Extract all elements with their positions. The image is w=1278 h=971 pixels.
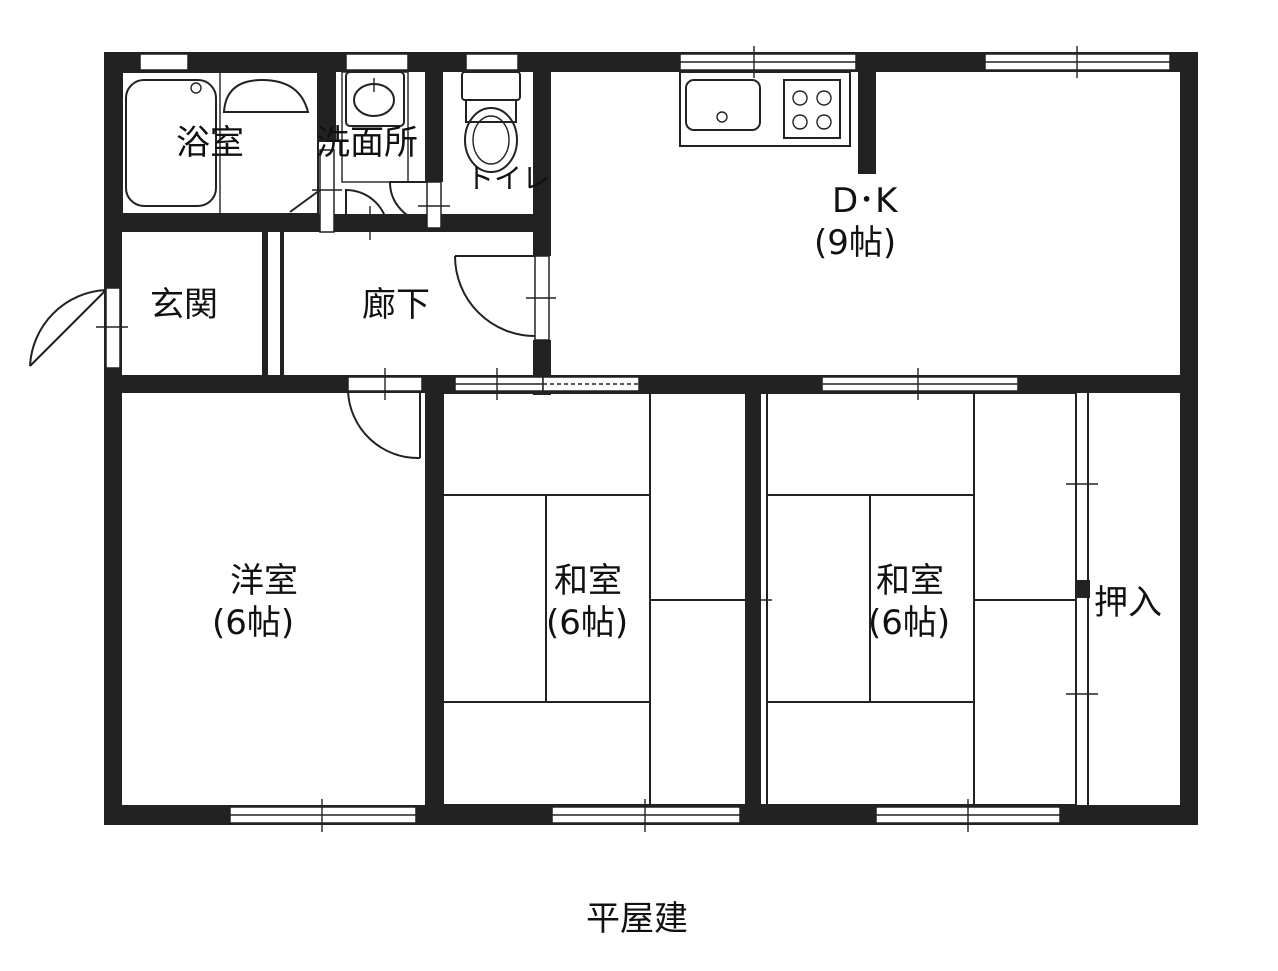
label-hallway: 廊下 [362, 285, 430, 325]
doors [29, 149, 556, 460]
label-western-size: (6帖) [212, 603, 294, 643]
kitchen-fixtures [679, 71, 851, 147]
tatami-japanese-room-1 [442, 392, 772, 806]
windows [139, 46, 1171, 832]
closet-sliding-doors [1066, 393, 1098, 805]
plan-caption: 平屋建 [586, 899, 688, 939]
label-japanese-2: 和室 [876, 561, 944, 601]
label-japanese-1-size: (6帖) [546, 603, 628, 643]
label-japanese-1: 和室 [554, 561, 622, 601]
label-washroom: 洗面所 [316, 123, 418, 163]
label-japanese-2-size: (6帖) [868, 603, 950, 643]
wash-basin [341, 71, 409, 183]
label-dk: D･K [832, 181, 899, 221]
label-bath: 浴室 [176, 123, 244, 163]
bath-fixtures [121, 71, 319, 215]
label-western: 洋室 [230, 561, 298, 601]
label-closet: 押入 [1094, 583, 1162, 623]
toilet-fixture [461, 71, 521, 173]
label-toilet: トイレ [466, 162, 550, 195]
room-labels: 浴室 洗面所 トイレ D･K (9帖) 玄関 廊下 洋室 (6帖) 和室 (6帖… [150, 123, 1162, 643]
label-dk-size: (9帖) [814, 223, 896, 263]
label-entrance: 玄関 [150, 285, 218, 325]
